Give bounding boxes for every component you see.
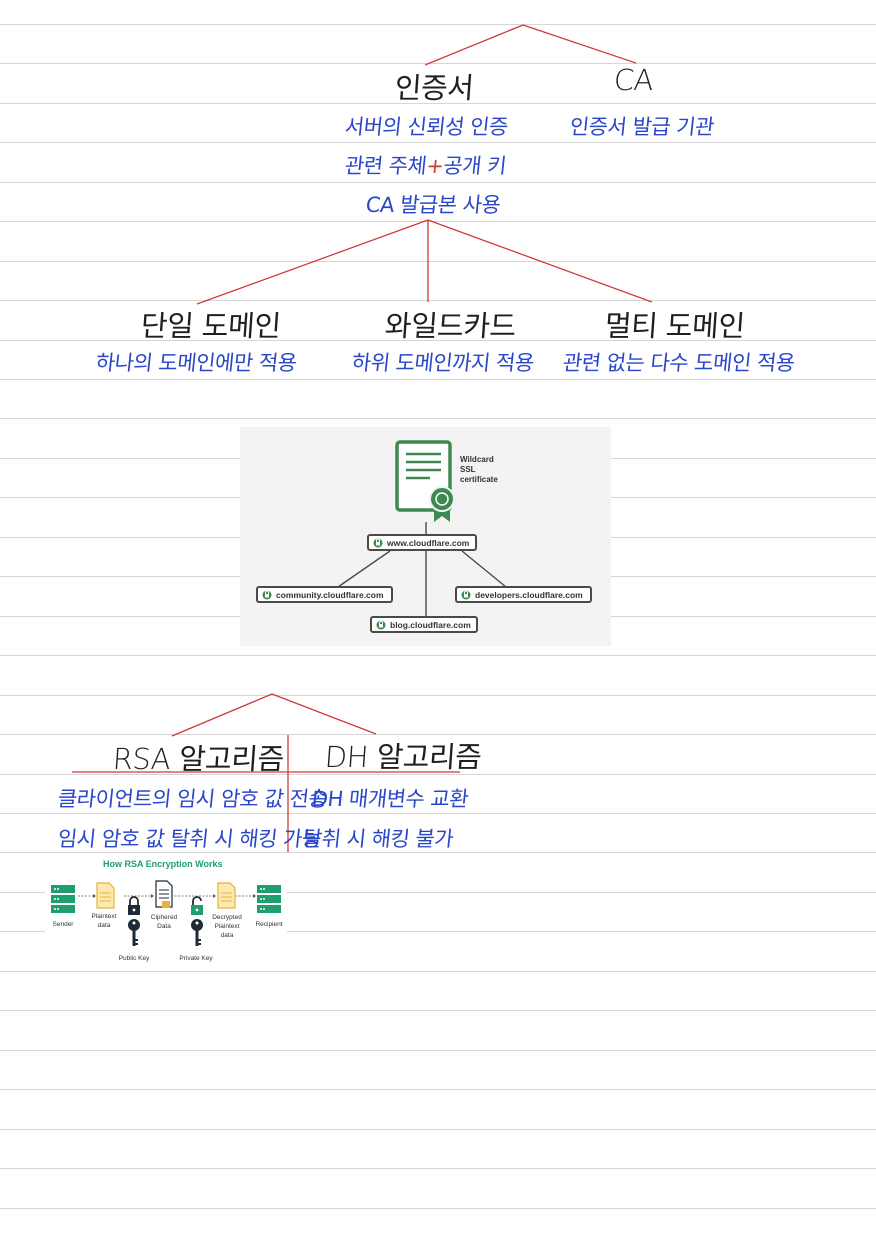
lock-icon — [376, 620, 386, 630]
ruled-line — [0, 1168, 876, 1169]
dh-desc-line: DH 매개변수 교환 — [310, 787, 470, 811]
ruled-line — [0, 774, 876, 775]
cert-title: 인증서 — [393, 71, 475, 105]
rsa-figure-title: How RSA Encryption Works — [103, 859, 223, 869]
caption-line: Wildcard — [460, 455, 494, 464]
ruled-line — [0, 24, 876, 25]
domain-label: blog.cloudflare.com — [390, 619, 471, 630]
ruled-line — [0, 103, 876, 104]
cert-desc-line: 서버의 신뢰성 인증 — [343, 115, 510, 139]
arrow-heads — [93, 894, 256, 898]
ruled-line — [0, 300, 876, 301]
domain-pill-developers: developers.cloudflare.com — [455, 586, 592, 603]
rsa-desc-line: 임시 암호 값 탈취 시 해킹 가능 — [56, 827, 323, 851]
type-wildcard-desc: 하위 도메인까지 적용 — [350, 351, 535, 375]
lock-icon — [373, 538, 383, 548]
rsa-title: RSA 알고리즘 — [111, 742, 285, 776]
ruled-line — [0, 971, 876, 972]
cert-subject-text: 관련 주체 — [343, 154, 428, 178]
lock-icon — [461, 590, 471, 600]
public-key-label: Public Key — [118, 955, 150, 962]
type-single-desc: 하나의 도메인에만 적용 — [94, 351, 298, 375]
step-label-decrypted: Decrypted Plaintext data — [212, 914, 242, 939]
type-multi-desc: 관련 없는 다수 도메인 적용 — [561, 351, 796, 375]
rsa-encryption-figure: How RSA Encryption Works — [45, 853, 287, 966]
cert-pubkey-text: 공개 키 — [442, 154, 508, 178]
lock-closed-icon — [128, 896, 140, 915]
certificate-icon — [395, 440, 455, 522]
ruled-line — [0, 63, 876, 64]
ruled-line — [0, 1208, 876, 1209]
type-multi-title: 멀티 도메인 — [603, 309, 746, 343]
ruled-line — [0, 931, 876, 932]
wildcard-caption: Wildcard SSL certificate — [460, 455, 498, 485]
cert-desc-line: 관련 주체+공개 키 — [343, 150, 508, 180]
dh-title: DH 알고리즘 — [323, 740, 483, 774]
rsa-flow-svg — [51, 880, 281, 946]
ruled-line — [0, 340, 876, 341]
step-label-ciphered: Ciphered Data — [150, 914, 178, 930]
ruled-line — [0, 655, 876, 656]
public-key-icon — [128, 919, 140, 946]
domain-label: developers.cloudflare.com — [475, 589, 583, 600]
connector-line — [171, 693, 273, 737]
ruled-line — [0, 418, 876, 419]
ruled-line — [0, 813, 876, 814]
domain-pill-community: community.cloudflare.com — [256, 586, 393, 603]
connector-line — [522, 24, 637, 64]
connector-line — [427, 219, 653, 303]
document-icon — [217, 882, 236, 909]
dh-desc-line: 탈취 시 해킹 불가 — [301, 827, 455, 851]
wildcard-ssl-figure: Wildcard SSL certificate www.cloudflare.… — [240, 427, 611, 646]
ruled-line — [0, 221, 876, 222]
caption-line: certificate — [460, 475, 498, 484]
step-label-sender: Sender — [52, 921, 74, 928]
connector-line — [424, 24, 524, 66]
ruled-line — [0, 142, 876, 143]
domain-pill-root: www.cloudflare.com — [367, 534, 477, 551]
lock-open-icon — [191, 896, 203, 915]
connector-line — [271, 693, 377, 735]
caption-line: SSL — [460, 465, 476, 474]
ruled-line — [0, 852, 876, 853]
tree-edge — [337, 550, 391, 588]
server-icon — [51, 885, 75, 913]
type-wildcard-title: 와일드카드 — [383, 309, 517, 343]
ruled-line — [0, 379, 876, 380]
ruled-line — [0, 1010, 876, 1011]
ruled-line — [0, 734, 876, 735]
step-label-recipient: Recipient — [255, 921, 283, 928]
server-icon — [257, 885, 281, 913]
lock-icon — [262, 590, 272, 600]
ruled-line — [0, 892, 876, 893]
cert-desc-line: CA 발급본 사용 — [364, 193, 502, 217]
step-label-plaintext: Plaintext data — [91, 913, 117, 929]
connector-line — [196, 219, 429, 305]
type-single-title: 단일 도메인 — [139, 309, 282, 343]
ruled-line — [0, 261, 876, 262]
domain-label: www.cloudflare.com — [387, 537, 470, 548]
ciphered-document-icon — [155, 880, 173, 908]
ruled-line — [0, 1050, 876, 1051]
private-key-label: Private Key — [179, 955, 213, 962]
wildcard-tree-svg — [337, 440, 507, 617]
tree-edge — [461, 550, 507, 588]
domain-label: community.cloudflare.com — [276, 589, 384, 600]
private-key-icon — [191, 919, 203, 946]
ca-title: CA — [612, 63, 655, 97]
ruled-line — [0, 1089, 876, 1090]
ruled-line — [0, 1129, 876, 1130]
ruled-line — [0, 695, 876, 696]
rsa-desc-line: 클라이언트의 임시 암호 값 전송 — [56, 787, 329, 811]
document-icon — [96, 882, 115, 909]
ruled-line — [0, 182, 876, 183]
ca-desc: 인증서 발급 기관 — [568, 115, 716, 139]
domain-pill-blog: blog.cloudflare.com — [370, 616, 478, 633]
